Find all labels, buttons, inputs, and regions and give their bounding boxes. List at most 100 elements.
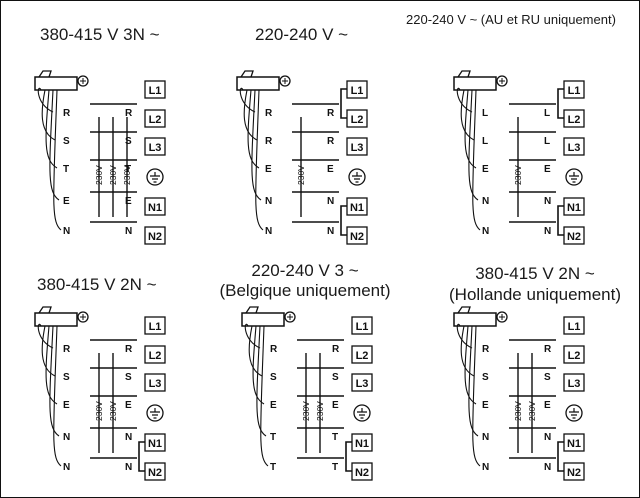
terminal-box [351,316,373,335]
terminal-label-l2: L2 [568,114,581,126]
bus-label: R [332,344,340,355]
wire-label: E [482,400,489,411]
voltage-label: 230V [108,165,118,185]
terminal-bridge [340,88,347,119]
screw-cross [287,314,293,320]
terminal-bridge [138,441,145,472]
ground-icon [146,168,164,186]
wire-label: N [482,432,489,443]
title-diagram-5: 220-240 V 3 ~ [251,261,358,280]
ground-glyph [569,172,579,183]
terminal-label-n1: N1 [567,438,581,450]
terminal-box [144,345,166,364]
wire-label: E [63,400,70,411]
terminal-label-l3: L3 [149,142,162,154]
wire-label: T [270,432,276,443]
terminal-label-l3: L3 [568,142,581,154]
cable-wire [239,87,256,113]
wire-label: R [482,344,490,355]
wire-label: N [63,226,70,237]
cable-wire [460,89,475,141]
terminal-label-n1: N1 [567,202,581,214]
terminal-box [144,226,166,245]
wire-label: E [265,164,272,175]
wire-label: R [270,344,278,355]
ground-glyph [352,172,362,183]
bus-label: T [332,432,338,443]
ground-icon [565,404,583,422]
cable-wire [53,89,62,231]
terminal-box [351,345,373,364]
terminal-bridge [340,205,347,236]
title-diagram-6-sub: (Hollande uniquement) [449,285,621,304]
terminal-bridge [557,88,564,119]
wire-label: S [482,372,489,383]
bus-label: L [544,136,550,147]
screw-cross [80,78,86,84]
terminal-box [563,316,585,335]
cable-wire [247,89,260,169]
cable-wire [49,89,60,201]
wire-label: R [63,344,71,355]
cable-wire [456,87,473,113]
terminal-bridge [557,441,564,472]
terminal-bridge [557,205,564,236]
bus-label: R [327,136,335,147]
screw-cross [499,78,505,84]
cable-clamp [34,312,78,327]
cable-wire [41,89,56,141]
wire-label: N [482,196,489,207]
title-diagram-3: 220-240 V ~ (AU et RU uniquement) [406,12,616,27]
wire-label: N [63,462,70,473]
bus-label: S [544,372,551,383]
voltage-label: 230V [315,401,325,421]
bus-label: S [125,136,132,147]
ground-glyph [150,172,160,183]
cable-wire [260,325,269,467]
wire-label: R [63,108,71,119]
cable-wire [53,325,62,467]
terminal-box [144,109,166,128]
screw-icon [279,75,291,87]
cable-wire [460,325,475,377]
voltage-label: 230V [122,165,132,185]
ground-icon [348,168,366,186]
cable-wire [468,325,479,437]
ground-icon [146,404,164,422]
bus-label: R [544,344,552,355]
cable-wire [464,325,477,405]
terminal-label-l2: L2 [351,114,364,126]
terminal-label-n2: N2 [350,231,364,243]
cable-wire [256,325,267,437]
terminal-label-l2: L2 [149,114,162,126]
cable-clamp [241,312,285,327]
wire-label: S [270,372,277,383]
cable-clamp [236,76,280,91]
ground-icon [353,404,371,422]
clamp-tab [457,306,471,314]
voltage-label: 230V [94,401,104,421]
cable-wire [472,325,481,467]
ground-glyph [357,408,367,419]
bus-label: E [544,164,551,175]
terminal-label-n2: N2 [567,231,581,243]
cable-wire [464,89,477,169]
terminal-bridge [345,441,352,472]
screw-icon [77,311,89,323]
ground-glyph [569,408,579,419]
terminal-label-l1: L1 [568,321,581,333]
terminal-label-n2: N2 [567,467,581,479]
clamp-tab [245,306,259,314]
bus-label: E [125,196,132,207]
voltage-label: 230V [513,401,523,421]
cable-wire [456,323,473,349]
bus-label: E [332,400,339,411]
cable-wire [251,89,262,201]
terminal-box [144,316,166,335]
terminal-label-n1: N1 [148,202,162,214]
terminal-label-l2: L2 [356,350,369,362]
terminal-label-l2: L2 [568,350,581,362]
